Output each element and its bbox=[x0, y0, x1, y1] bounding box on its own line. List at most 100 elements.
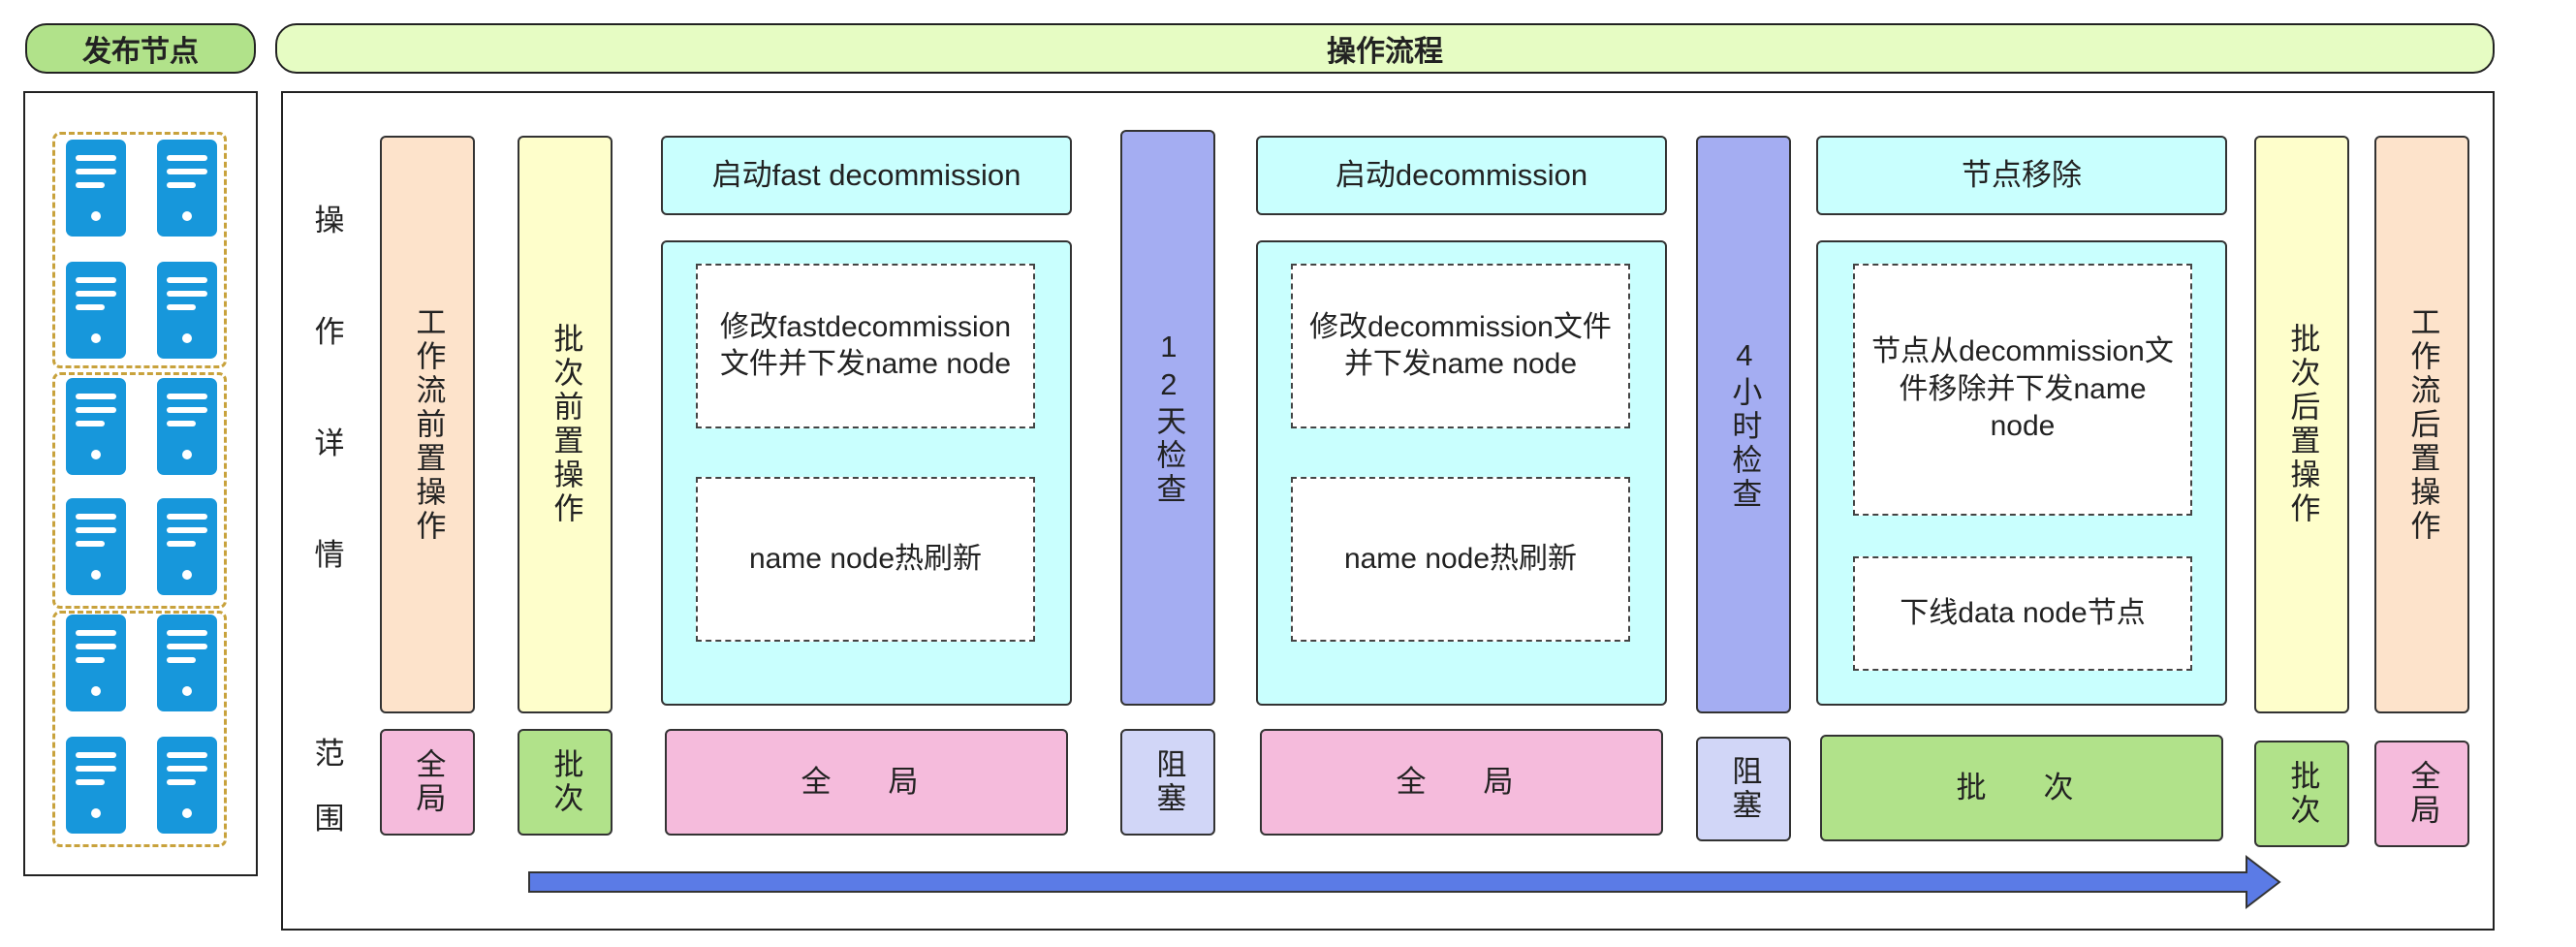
server-icon bbox=[157, 262, 217, 359]
server-icon-bar bbox=[76, 766, 116, 772]
server-icon-bar bbox=[76, 657, 105, 663]
node-removal-step-2-text: 下线data node节点 bbox=[1900, 596, 2146, 629]
check-12-days: 12天检查 bbox=[1120, 130, 1215, 706]
decommission-step-1: 修改decommission文件并下发name node bbox=[1291, 264, 1630, 428]
server-icon-led bbox=[182, 333, 192, 343]
server-icon-bar bbox=[167, 541, 196, 547]
scope-node-removal: 批 次 bbox=[1820, 735, 2223, 841]
server-icon-led bbox=[182, 808, 192, 818]
fast-decommission-step-1: 修改fastdecommission文件并下发name node bbox=[696, 264, 1035, 428]
details-char-2: 作 bbox=[314, 315, 345, 349]
server-icon-led bbox=[91, 570, 101, 580]
server-icon-bar bbox=[76, 407, 116, 413]
server-icon-bar bbox=[76, 277, 116, 283]
scope-batch-post: 批次 bbox=[2254, 741, 2349, 847]
server-icon-bar bbox=[167, 277, 207, 283]
check-4-hours: 4小时检查 bbox=[1696, 136, 1791, 713]
server-icon-bar bbox=[167, 169, 207, 174]
server-icon bbox=[157, 737, 217, 834]
server-icon-bar bbox=[76, 182, 105, 188]
node-removal-step-1-text: 节点从decommission文件移除并下发name node bbox=[1871, 335, 2174, 443]
server-icon-bar bbox=[167, 630, 207, 636]
batch-post-op: 批次后置操作 bbox=[2254, 136, 2349, 713]
scope-decommission-text: 全 局 bbox=[1396, 764, 1527, 799]
scope-workflow-pre: 全局 bbox=[380, 729, 475, 836]
server-icon-bar bbox=[167, 394, 207, 399]
decommission-step-2-text: name node热刷新 bbox=[1343, 542, 1578, 575]
scope-check-4-hours-text: 阻塞 bbox=[1727, 755, 1762, 823]
check-4-hours-text: 4小时检查 bbox=[1727, 337, 1762, 512]
server-icon-bar bbox=[76, 169, 116, 174]
server-icon-led bbox=[91, 808, 101, 818]
server-icon-bar bbox=[76, 779, 105, 785]
publish-nodes-header: 发布节点 bbox=[25, 23, 256, 74]
server-icon-bar bbox=[167, 527, 207, 533]
scope-fast-decommission-text: 全 局 bbox=[801, 764, 932, 799]
server-group-2 bbox=[52, 372, 227, 609]
scope-check-12-days: 阻塞 bbox=[1120, 729, 1215, 836]
workflow-pre-op: 工作流前置操作 bbox=[380, 136, 475, 713]
node-removal-title-text: 节点移除 bbox=[1962, 157, 2082, 192]
operation-flow-title: 操作流程 bbox=[1327, 36, 1443, 68]
server-icon-bar bbox=[167, 421, 196, 426]
details-char-4: 情 bbox=[314, 538, 345, 572]
server-icon-led bbox=[91, 211, 101, 221]
server-icon bbox=[66, 262, 126, 359]
server-icon-led bbox=[91, 333, 101, 343]
server-icon-bar bbox=[167, 752, 207, 758]
server-icon bbox=[66, 378, 126, 475]
server-icon-bar bbox=[76, 421, 105, 426]
node-removal-step-1: 节点从decommission文件移除并下发name node bbox=[1853, 264, 2192, 516]
workflow-pre-op-text: 工作流前置操作 bbox=[411, 305, 446, 544]
scope-batch-post-text: 批次 bbox=[2285, 760, 2320, 828]
fast-decommission-step-2-text: name node热刷新 bbox=[748, 542, 983, 575]
publish-nodes-title: 发布节点 bbox=[82, 36, 199, 68]
publish-nodes-panel bbox=[23, 91, 258, 876]
server-icon-bar bbox=[76, 541, 105, 547]
scope-workflow-post-text: 全局 bbox=[2405, 760, 2440, 828]
check-12-days-text: 12天检查 bbox=[1151, 329, 1186, 507]
server-icon-bar bbox=[167, 304, 196, 310]
server-icon-bar bbox=[76, 752, 116, 758]
scope-char-2: 围 bbox=[314, 802, 345, 836]
server-icon-led bbox=[91, 450, 101, 459]
flow-arrow-shape bbox=[528, 854, 2281, 910]
workflow-post-op-text: 工作流后置操作 bbox=[2405, 305, 2440, 544]
server-icon-bar bbox=[76, 291, 116, 297]
server-icon bbox=[66, 140, 126, 237]
details-char-3: 详 bbox=[314, 426, 345, 460]
server-group-3 bbox=[52, 611, 227, 847]
server-icon bbox=[157, 140, 217, 237]
flow-arrow-polygon bbox=[528, 854, 2281, 910]
scope-workflow-pre-text: 全局 bbox=[411, 748, 446, 816]
server-icon-bar bbox=[76, 304, 105, 310]
batch-post-op-text: 批次后置操作 bbox=[2285, 323, 2320, 526]
server-icon-bar bbox=[167, 657, 196, 663]
batch-pre-op: 批次前置操作 bbox=[518, 136, 613, 713]
server-icon-led bbox=[182, 686, 192, 696]
details-label: 操 作 详 情 bbox=[308, 196, 351, 574]
server-icon bbox=[66, 498, 126, 595]
scope-char-1: 范 bbox=[314, 737, 345, 771]
server-icon-bar bbox=[167, 407, 207, 413]
server-icon-bar bbox=[167, 644, 207, 649]
server-icon bbox=[157, 498, 217, 595]
fast-decommission-title: 启动fast decommission bbox=[661, 136, 1072, 215]
server-icon bbox=[157, 378, 217, 475]
scope-workflow-post: 全局 bbox=[2374, 741, 2469, 847]
workflow-post-op: 工作流后置操作 bbox=[2374, 136, 2469, 713]
node-removal-title: 节点移除 bbox=[1816, 136, 2227, 215]
operation-flow-header: 操作流程 bbox=[275, 23, 2495, 74]
decommission-step-2: name node热刷新 bbox=[1291, 477, 1630, 642]
scope-decommission: 全 局 bbox=[1260, 729, 1663, 836]
server-icon-led bbox=[182, 211, 192, 221]
scope-label: 范 围 bbox=[308, 729, 351, 837]
batch-pre-op-text: 批次前置操作 bbox=[549, 323, 583, 526]
server-icon-bar bbox=[76, 630, 116, 636]
server-icon bbox=[157, 615, 217, 711]
server-icon bbox=[66, 737, 126, 834]
decommission-title: 启动decommission bbox=[1256, 136, 1667, 215]
server-icon bbox=[66, 615, 126, 711]
server-icon-led bbox=[182, 450, 192, 459]
server-icon-bar bbox=[167, 766, 207, 772]
